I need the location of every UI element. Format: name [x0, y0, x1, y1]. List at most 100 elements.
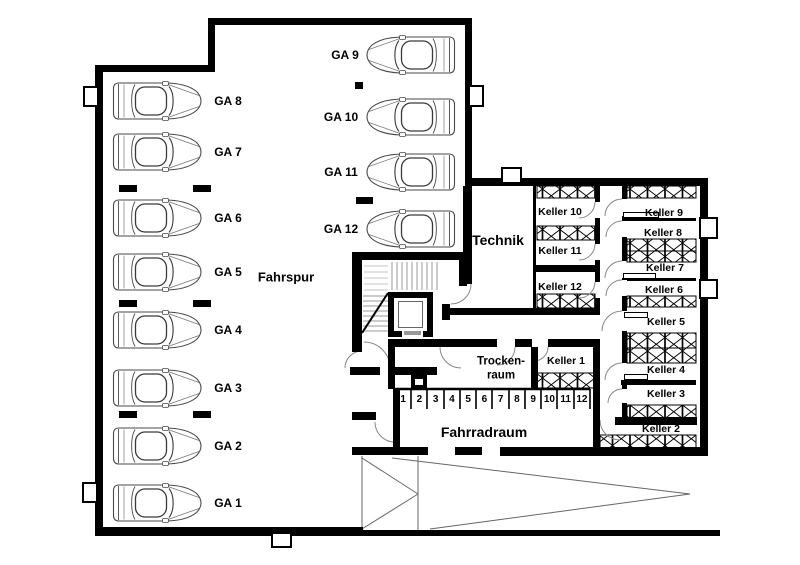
room-label-trockenraum-line1: Trocken- [477, 355, 525, 368]
bike-slot-number: 9 [530, 394, 536, 405]
bike-slot-number: 8 [514, 394, 520, 405]
wall-segment [622, 403, 627, 418]
door-leaf [624, 374, 648, 380]
driveway-ramp [361, 456, 691, 530]
wall-segment [621, 380, 696, 385]
keller-label: Keller 12 [538, 280, 582, 293]
wall-segment [459, 252, 467, 286]
parking-label: GA 8 [214, 94, 242, 108]
parking-label: GA 6 [214, 211, 242, 225]
car-icon [112, 197, 202, 239]
wall-segment [622, 216, 627, 221]
wheel-stop [119, 411, 137, 418]
wall-segment [548, 339, 597, 347]
window [699, 217, 718, 239]
parking-label: GA 2 [214, 439, 242, 453]
room-label-fahrradraum: Fahrradraum [440, 424, 528, 440]
wall-segment [352, 412, 376, 420]
wall-segment [352, 447, 428, 455]
wall-segment [95, 65, 103, 534]
wall-segment [208, 18, 215, 72]
wall-segment [390, 367, 437, 375]
wall-segment [595, 218, 600, 244]
wall-segment [595, 186, 600, 202]
wall-segment [352, 252, 362, 352]
window [699, 279, 718, 299]
parking-label: GA 1 [214, 496, 242, 510]
car-icon [112, 482, 202, 524]
wall-segment [533, 265, 598, 272]
wall-segment [595, 260, 600, 282]
wall-segment [593, 339, 600, 447]
window [501, 167, 522, 184]
bike-slot-number: 4 [449, 394, 455, 405]
wall-segment [352, 252, 467, 260]
ramp-edge [362, 530, 720, 536]
car-icon [366, 208, 456, 250]
bike-slot-number: 6 [481, 394, 488, 405]
keller-label: Keller 3 [647, 387, 685, 400]
wall-segment [388, 339, 497, 347]
parking-label: GA 7 [214, 145, 242, 159]
keller-label: Keller 5 [647, 315, 685, 328]
wall-segment [95, 527, 363, 536]
wall-segment [615, 417, 697, 425]
parking-label: GA 9 [331, 48, 359, 62]
room-label-trockenraum-line2: raum [486, 369, 516, 382]
keller-label: Keller 2 [642, 422, 680, 435]
wheel-stop [119, 185, 137, 192]
wheel-stop [193, 300, 211, 307]
bike-slot-number: 7 [497, 394, 504, 405]
parking-label: GA 10 [323, 110, 359, 124]
bike-slot-number: 5 [465, 394, 471, 405]
car-icon [366, 34, 456, 76]
garage-door-dash [455, 447, 482, 455]
door-leaf [623, 273, 656, 279]
parking-label: GA 3 [214, 381, 242, 395]
car-icon [112, 425, 202, 467]
duct-box-inner [414, 378, 424, 386]
keller-label: Keller 6 [645, 283, 683, 296]
wheel-stop [355, 82, 363, 89]
car-icon [112, 131, 202, 173]
keller-label: Keller 4 [647, 363, 685, 376]
door-leaf [623, 212, 659, 218]
wall-segment [700, 178, 708, 456]
wall-segment [622, 237, 627, 261]
door-leaf [624, 312, 648, 318]
bike-slot-number: 12 [576, 394, 588, 405]
keller-label: Keller 11 [538, 244, 582, 257]
wall-segment [531, 347, 538, 389]
car-icon [112, 367, 202, 409]
storage-hatch-bands [534, 185, 697, 449]
wall-segment [393, 389, 400, 447]
window [271, 532, 292, 548]
wall-segment [500, 447, 708, 456]
wheel-stop [193, 411, 211, 418]
car-icon [112, 309, 202, 351]
car-icon [366, 96, 456, 138]
wall-segment [533, 186, 536, 308]
wall-segment [95, 65, 215, 72]
wall-segment [463, 186, 472, 284]
car-icon [112, 251, 202, 293]
wall-segment [622, 186, 627, 199]
car-icon [366, 151, 456, 193]
parking-label: GA 5 [214, 265, 242, 279]
parking-label: GA 4 [214, 323, 242, 337]
staircase [361, 262, 438, 334]
elevator-cab-outline [398, 301, 423, 328]
wheel-stop [193, 185, 211, 192]
wall-segment [595, 298, 600, 315]
keller-label: Keller 1 [547, 354, 585, 367]
parking-label: GA 11 [324, 165, 358, 179]
keller-label: Keller 8 [644, 226, 682, 239]
room-label-technik: Technik [472, 232, 524, 248]
wall-segment [622, 278, 627, 280]
wall-segment [350, 367, 380, 375]
bike-slot-number: 1 [400, 394, 406, 405]
bike-slot-number: 10 [543, 394, 555, 405]
wall-segment [627, 218, 696, 221]
elevator-cab [394, 298, 427, 331]
